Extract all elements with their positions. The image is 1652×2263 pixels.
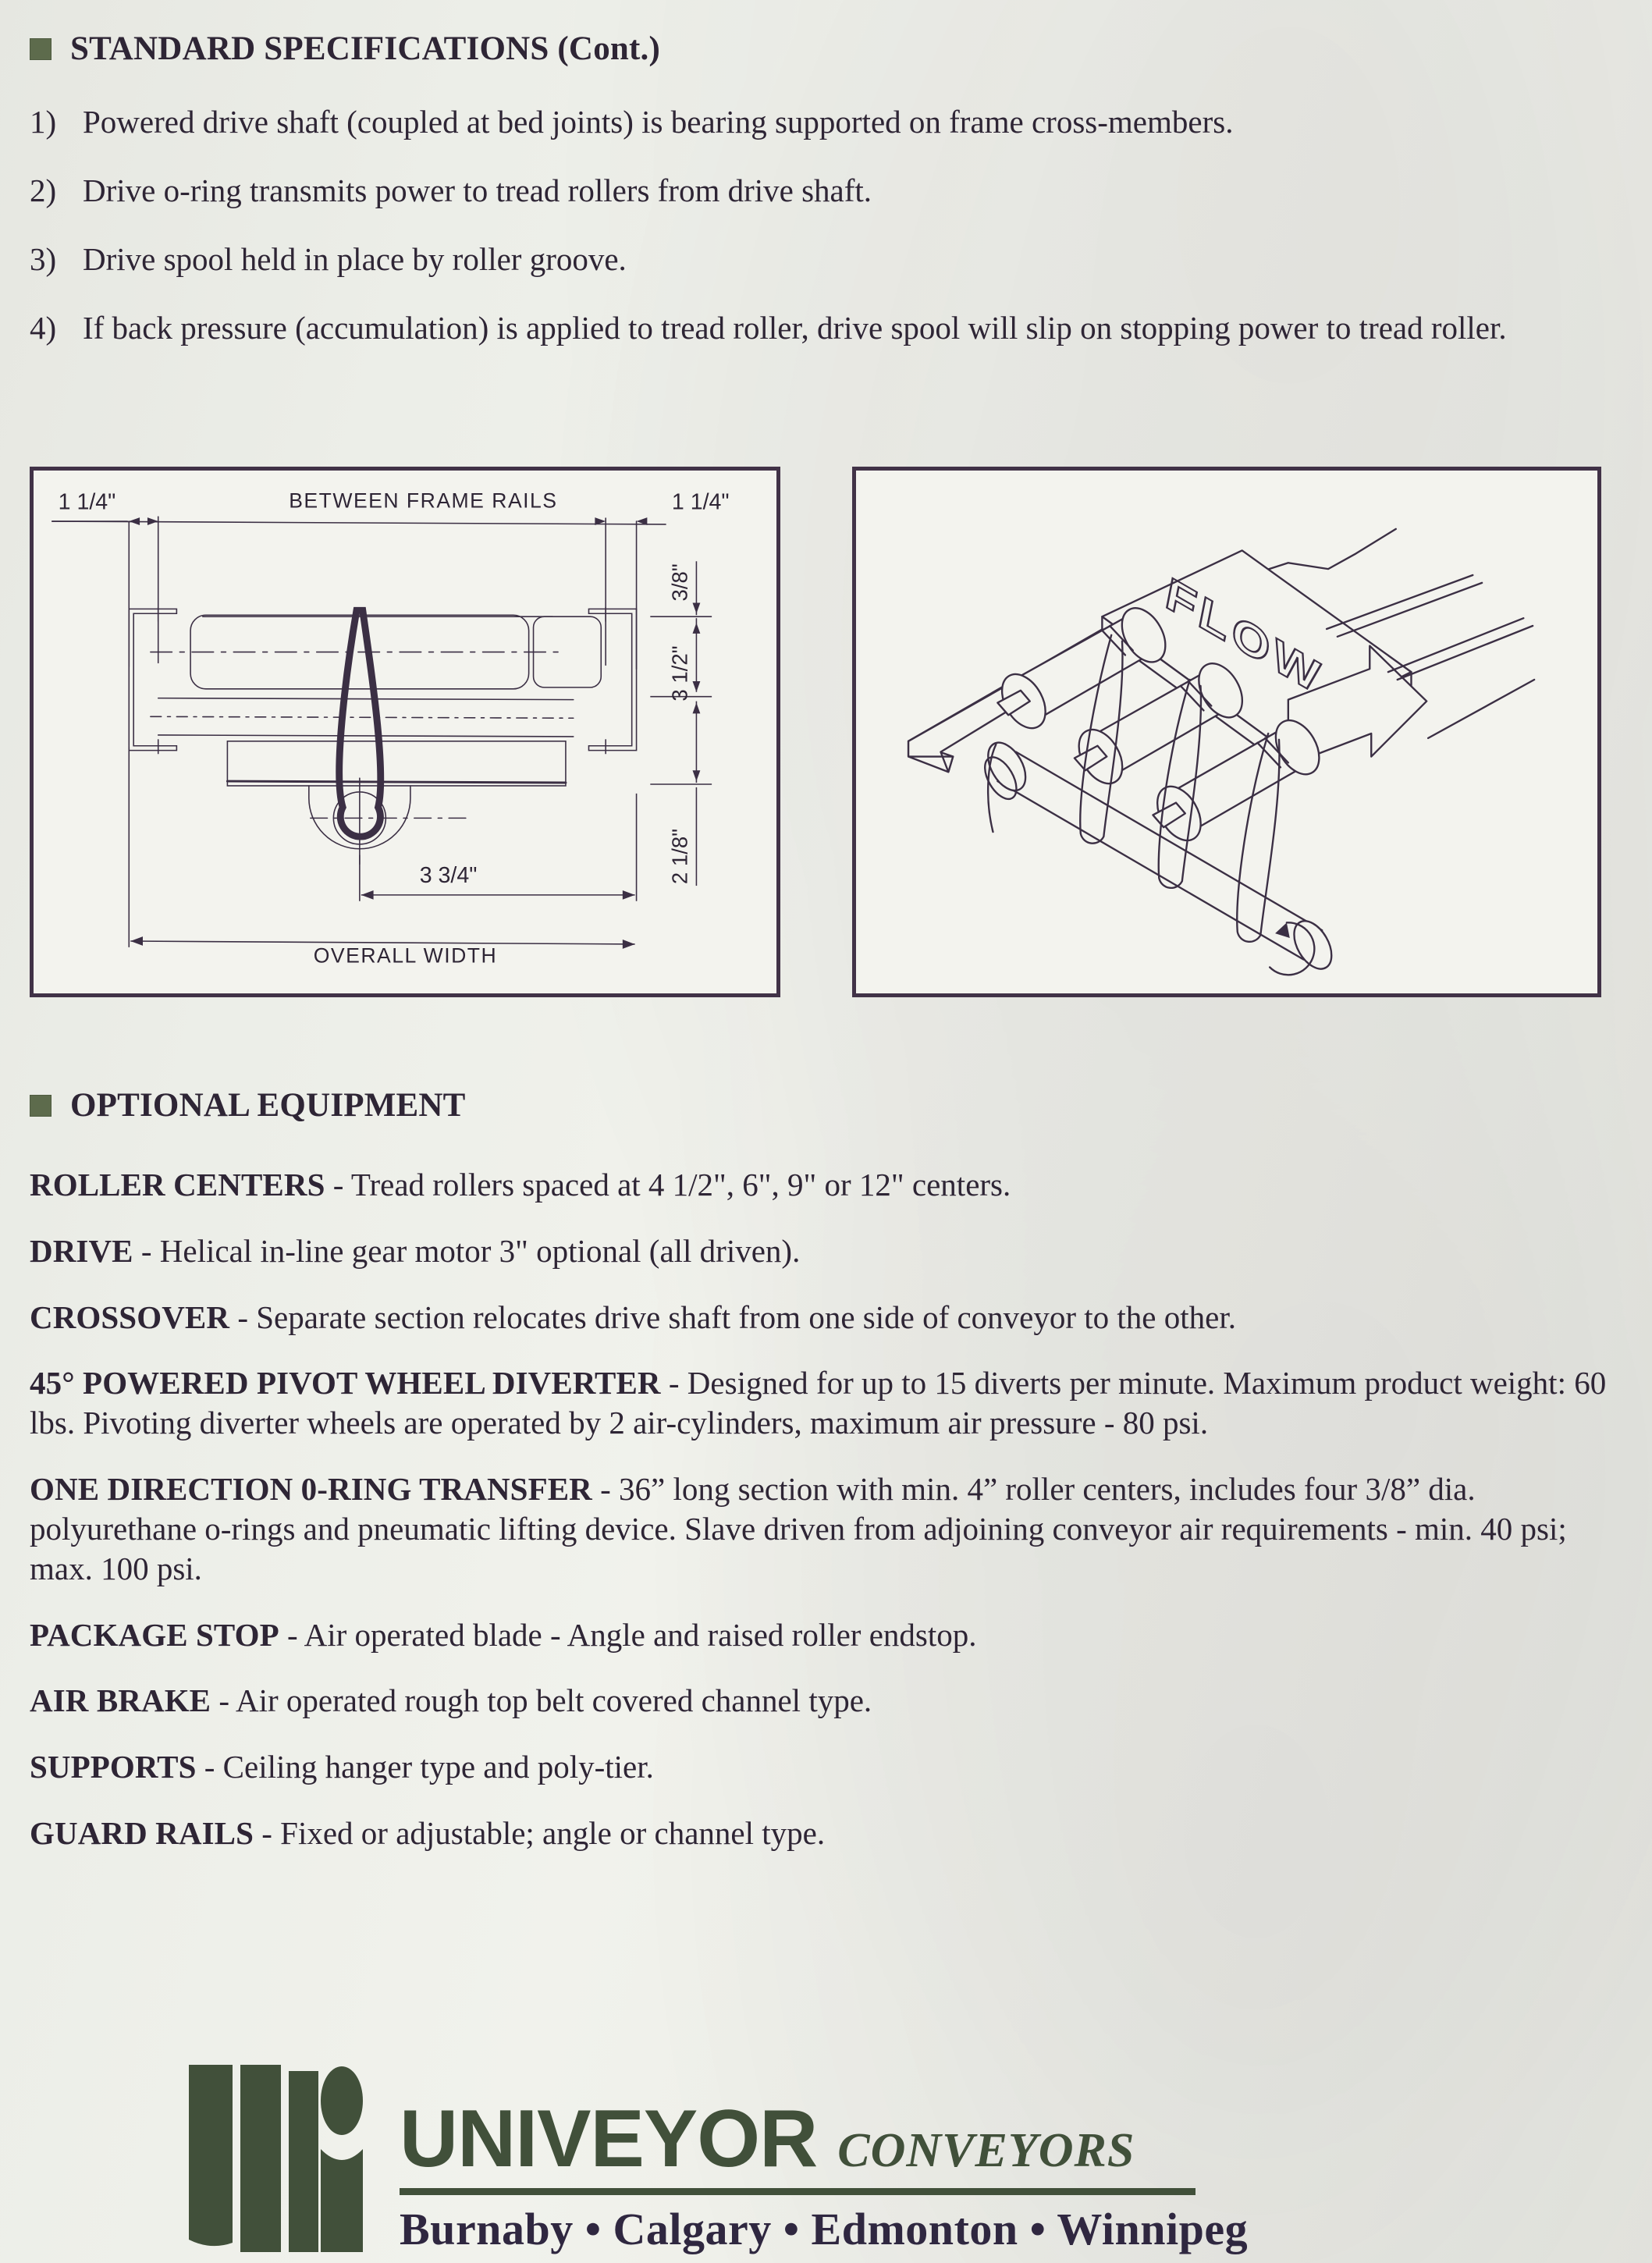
list-item-text: If back pressure (accumulation) is appli… <box>83 310 1507 346</box>
list-item-number: 3) <box>30 241 57 278</box>
green-square-bullet-icon <box>30 1094 52 1117</box>
figures-row: 1 1/4" 1 1/4" BETWEEN FRAME RAILS OVERAL… <box>30 467 1622 997</box>
entry-term: SUPPORTS <box>30 1749 197 1785</box>
optional-equipment-title: OPTIONAL EQUIPMENT <box>70 1087 466 1124</box>
dim-label-height-mid: 3 1/2" <box>668 645 692 701</box>
optional-equipment-entry: AIR BRAKE - Air operated rough top belt … <box>30 1681 1626 1721</box>
branch-cities: Burnaby • Calgary • Edmonton • Winnipeg <box>400 2204 1249 2254</box>
dim-label-left-edge: 1 1/4" <box>59 489 116 514</box>
dim-label-spool-offset: 3 3/4" <box>420 863 478 888</box>
list-item-text: Drive spool held in place by roller groo… <box>83 241 627 278</box>
standard-specifications-list: 1) Powered drive shaft (coupled at bed j… <box>30 102 1622 347</box>
univeyor-logo-mark-icon <box>186 2063 365 2258</box>
entry-description: - Air operated rough top belt covered ch… <box>211 1682 872 1719</box>
cross-section-figure: 1 1/4" 1 1/4" BETWEEN FRAME RAILS OVERAL… <box>30 467 780 997</box>
univeyor-logo: UNIVEYOR CONVEYORS Burnaby • Calgary • E… <box>186 2063 1248 2258</box>
list-item: 4) If back pressure (accumulation) is ap… <box>30 308 1622 347</box>
entry-description: - Tread rollers spaced at 4 1/2", 6", 9"… <box>325 1167 1011 1203</box>
brand-subtitle: CONVEYORS <box>837 2124 1135 2177</box>
optional-equipment-entry: 45° POWERED PIVOT WHEEL DIVERTER - Desig… <box>30 1363 1626 1443</box>
list-item-number: 1) <box>30 104 57 140</box>
isometric-drawing-svg: FLOW <box>907 528 1536 976</box>
entry-term: DRIVE <box>30 1232 133 1269</box>
univeyor-wordmark: UNIVEYOR CONVEYORS Burnaby • Calgary • E… <box>400 2094 1249 2258</box>
optional-equipment-entry: PACKAGE STOP - Air operated blade - Angl… <box>30 1615 1626 1655</box>
entry-description: - Helical in-line gear motor 3" optional… <box>133 1232 801 1269</box>
dim-label-height-bottom: 2 1/8" <box>668 829 692 884</box>
list-item-text: Drive o-ring transmits power to tread ro… <box>83 172 872 209</box>
brand-name: UNIVEYOR <box>400 2094 818 2184</box>
entry-description: - Ceiling hanger type and poly-tier. <box>196 1749 654 1785</box>
entry-term: CROSSOVER <box>30 1298 230 1335</box>
entry-description: - Fixed or adjustable; angle or channel … <box>254 1815 826 1852</box>
dim-label-overall-width: OVERALL WIDTH <box>314 944 497 968</box>
optional-equipment-entry: ONE DIRECTION 0-RING TRANSFER - 36” long… <box>30 1469 1626 1588</box>
list-item: 3) Drive spool held in place by roller g… <box>30 240 1622 279</box>
standard-specifications-title: STANDARD SPECIFICATIONS (Cont.) <box>70 30 660 67</box>
optional-equipment-entry: SUPPORTS - Ceiling hanger type and poly-… <box>30 1747 1626 1787</box>
standard-specifications-section: STANDARD SPECIFICATIONS (Cont.) 1) Power… <box>30 30 1622 347</box>
optional-equipment-heading: OPTIONAL EQUIPMENT <box>30 1086 1626 1124</box>
dim-label-right-edge: 1 1/4" <box>672 489 730 514</box>
list-item: 2) Drive o-ring transmits power to tread… <box>30 171 1622 210</box>
list-item-number: 2) <box>30 172 57 209</box>
optional-equipment-entry: GUARD RAILS - Fixed or adjustable; angle… <box>30 1814 1626 1853</box>
entry-term: 45° POWERED PIVOT WHEEL DIVERTER <box>30 1365 661 1401</box>
optional-equipment-section: OPTIONAL EQUIPMENT ROLLER CENTERS - Trea… <box>30 1086 1626 1853</box>
entry-term: ONE DIRECTION 0-RING TRANSFER <box>30 1471 592 1508</box>
isometric-figure: FLOW <box>852 467 1601 997</box>
list-item-text: Powered drive shaft (coupled at bed join… <box>83 104 1234 140</box>
entry-term: ROLLER CENTERS <box>30 1167 325 1203</box>
entry-description: - Air operated blade - Angle and raised … <box>279 1616 977 1653</box>
entry-description: - Designed for up to 15 diverts per minu… <box>30 1365 1607 1441</box>
entry-description: - Separate section relocates drive shaft… <box>229 1298 1236 1335</box>
list-item-number: 4) <box>30 310 57 346</box>
entry-term: GUARD RAILS <box>30 1815 254 1852</box>
green-square-bullet-icon <box>30 37 52 60</box>
optional-equipment-entry: DRIVE - Helical in-line gear motor 3" op… <box>30 1231 1626 1271</box>
list-item: 1) Powered drive shaft (coupled at bed j… <box>30 102 1622 141</box>
cross-section-drawing-svg: 1 1/4" 1 1/4" BETWEEN FRAME RAILS OVERAL… <box>51 488 730 968</box>
dim-label-between-frame-rails: BETWEEN FRAME RAILS <box>289 488 557 512</box>
entry-term: PACKAGE STOP <box>30 1616 279 1653</box>
optional-equipment-entry: CROSSOVER - Separate section relocates d… <box>30 1298 1626 1338</box>
logo-divider <box>400 2188 1195 2195</box>
optional-equipment-entry: ROLLER CENTERS - Tread rollers spaced at… <box>30 1165 1626 1205</box>
entry-term: AIR BRAKE <box>30 1682 211 1719</box>
page-footer: UNIVEYOR CONVEYORS Burnaby • Calgary • E… <box>0 2005 1652 2263</box>
entry-description: - 36” long section with min. 4” roller c… <box>30 1471 1567 1586</box>
dim-label-height-top: 3/8" <box>668 563 692 601</box>
standard-specifications-heading: STANDARD SPECIFICATIONS (Cont.) <box>30 30 1622 68</box>
